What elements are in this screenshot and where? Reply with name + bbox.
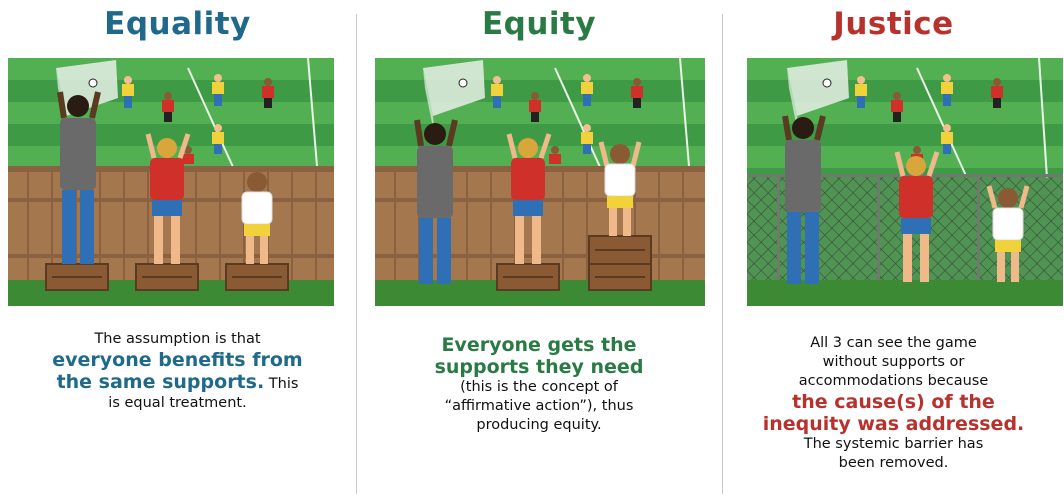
scene-equity-svg <box>375 58 705 306</box>
caption-justice: All 3 can see the game without supports … <box>723 334 1064 473</box>
scene-justice-svg <box>747 58 1063 306</box>
medium-person <box>506 133 552 264</box>
caption-line: been removed. <box>838 455 949 471</box>
caption-line: The assumption is that <box>94 331 261 347</box>
short-person <box>241 172 273 264</box>
tall-person <box>57 91 101 264</box>
caption-line: (this is the concept of <box>460 379 618 395</box>
tall-person <box>414 119 458 284</box>
panel-justice: Justice <box>723 0 1064 502</box>
caption-line: This <box>268 376 299 392</box>
short-person <box>598 141 642 236</box>
caption-line: “affirmative action”), thus <box>444 398 634 414</box>
panel-title: Equity <box>481 6 597 42</box>
crate <box>496 263 560 291</box>
tall-person <box>782 115 826 284</box>
caption-equality: The assumption is that everyone benefits… <box>0 330 355 413</box>
crate <box>588 235 652 265</box>
caption-highlight: everyone benefits from <box>52 349 303 371</box>
scene-illustration <box>8 58 334 306</box>
medium-person <box>145 133 191 264</box>
caption-line: All 3 can see the game <box>810 335 977 351</box>
short-person <box>986 185 1030 282</box>
medium-person <box>894 151 940 282</box>
scene-illustration <box>375 58 705 306</box>
caption-line: The systemic barrier has <box>803 436 984 452</box>
scene-equality-svg <box>8 58 334 306</box>
crate <box>45 263 109 291</box>
soccer-players <box>855 74 1003 164</box>
goal-net <box>423 60 485 138</box>
crate <box>225 263 289 291</box>
panel-divider <box>356 14 357 494</box>
caption-line: producing equity. <box>476 417 602 433</box>
caption-highlight: the cause(s) of the <box>792 391 995 413</box>
caption-highlight: Everyone gets the <box>441 334 637 356</box>
scene-illustration <box>747 58 1063 306</box>
caption-highlight: the same supports. <box>56 371 265 393</box>
panel-title: Justice <box>833 6 954 42</box>
caption-highlight: inequity was addressed. <box>762 413 1025 435</box>
caption-line: is equal treatment. <box>108 395 247 411</box>
caption-equity: Everyone gets the supports they need (th… <box>357 334 721 435</box>
panel-equity: Equity <box>357 0 721 502</box>
crate <box>135 263 199 291</box>
caption-line: without supports or <box>822 354 965 370</box>
panel-divider <box>722 14 723 494</box>
crate <box>588 263 652 291</box>
soccer-players <box>122 74 274 164</box>
caption-line: accommodations because <box>798 373 989 389</box>
caption-highlight: supports they need <box>434 356 644 378</box>
panel-equality: Equality <box>0 0 355 502</box>
panel-title: Equality <box>104 6 251 42</box>
soccer-players <box>491 74 643 164</box>
